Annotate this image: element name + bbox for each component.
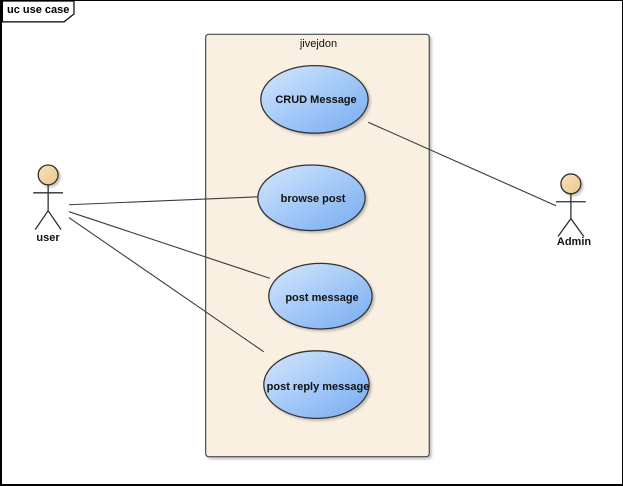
actor-user-figure[interactable] [33,164,64,230]
association-user-browse-post[interactable] [68,196,258,206]
association-user-post-reply-message[interactable] [68,217,265,353]
association-user-post-message[interactable] [68,211,270,279]
actor-admin-figure[interactable] [555,173,586,237]
association-admin-crud-message[interactable] [367,121,557,207]
system-boundary-jivejdon[interactable] [205,33,430,458]
frame-label: uc use case [7,4,70,16]
use-case-browse-post[interactable] [257,164,366,232]
system-boundary-label: jivejdon [299,38,338,50]
actor-admin-head [560,173,582,195]
use-case-post-message[interactable] [268,262,373,330]
use-case-crud-message[interactable] [260,64,369,134]
frame-tab [2,1,75,23]
actor-user-head [37,164,59,186]
use-case-post-reply-message[interactable] [263,350,370,420]
